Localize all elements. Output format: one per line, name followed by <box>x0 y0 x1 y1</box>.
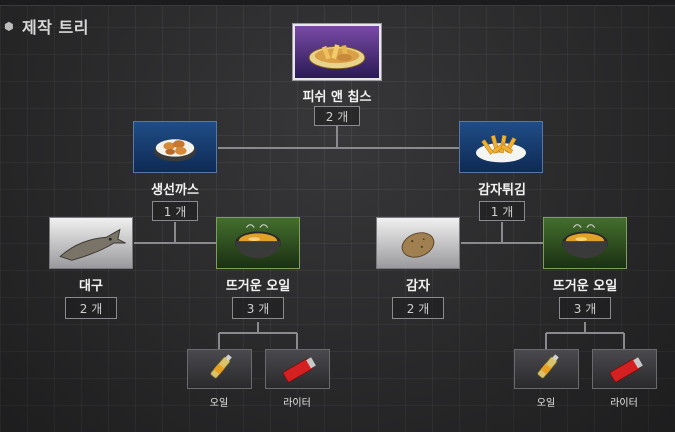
recipe-count-hot-oil-1: 3 개 <box>232 297 284 319</box>
recipe-name-french-fries: 감자튀김 <box>478 183 526 198</box>
recipe-count-french-fries: 1 개 <box>479 201 525 221</box>
recipe-node-hot-oil-1[interactable] <box>216 217 300 269</box>
recipe-name-fish-cutlet: 생선까스 <box>151 183 199 198</box>
fish-and-chips-icon <box>308 44 366 70</box>
ingredient-name-oil-b: 오일 <box>536 398 556 409</box>
recipe-count-hot-oil-2: 3 개 <box>559 297 611 319</box>
recipe-name-fish-and-chips: 피쉬 앤 칩스 <box>302 90 372 105</box>
recipe-name-hot-oil-1: 뜨거운 오일 <box>225 279 291 294</box>
ingredient-node-lighter-b[interactable] <box>592 349 657 389</box>
french-fries-icon <box>476 134 526 163</box>
ingredient-node-lighter-a[interactable] <box>265 349 330 389</box>
ingredient-node-oil-a[interactable] <box>187 349 252 389</box>
fish-cutlet-icon <box>153 139 197 162</box>
recipe-count-fish-and-chips: 2 개 <box>314 106 360 126</box>
hot-oil-pot-icon <box>234 224 282 259</box>
ingredient-name-potato: 감자 <box>406 279 430 294</box>
ingredient-node-oil-b[interactable] <box>514 349 579 389</box>
lighter-icon <box>282 357 316 383</box>
ingredient-count-potato: 2 개 <box>392 297 444 319</box>
ingredient-count-cod: 2 개 <box>65 297 117 319</box>
recipe-count-fish-cutlet: 1 개 <box>152 201 198 221</box>
ingredient-node-cod[interactable] <box>49 217 133 269</box>
recipe-node-french-fries[interactable] <box>459 121 543 173</box>
recipe-node-hot-oil-2[interactable] <box>543 217 627 269</box>
ingredient-name-oil-a: 오일 <box>209 398 229 409</box>
ingredient-name-lighter-b: 라이터 <box>610 398 638 409</box>
panel-header: ⬢ 제작 트리 <box>4 14 89 38</box>
ingredient-name-lighter-a: 라이터 <box>283 398 311 409</box>
recipe-node-fish-cutlet[interactable] <box>133 121 217 173</box>
potato-icon <box>401 232 435 258</box>
ingredient-node-potato[interactable] <box>376 217 460 269</box>
top-border <box>0 0 675 6</box>
hot-oil-pot-icon <box>561 224 609 259</box>
recipe-name-hot-oil-2: 뜨거운 오일 <box>552 279 618 294</box>
lighter-icon <box>609 357 643 383</box>
oil-bottle-icon <box>210 354 232 379</box>
ingredient-name-cod: 대구 <box>79 279 103 294</box>
recipe-node-fish-and-chips[interactable] <box>293 24 381 80</box>
oil-bottle-icon <box>537 354 559 379</box>
panel-title: 제작 트리 <box>22 18 89 37</box>
cod-fish-icon <box>59 228 126 261</box>
hexagon-icon: ⬢ <box>4 19 14 33</box>
